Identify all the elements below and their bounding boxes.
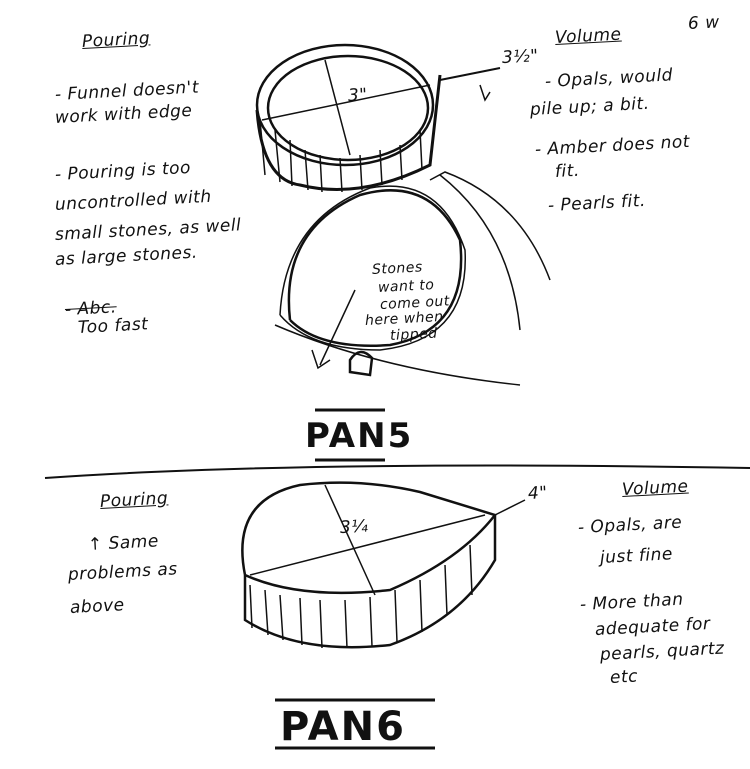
pan6-drawing (241, 481, 526, 649)
pan5-volume-note: fit. (554, 160, 581, 182)
pan6-title: PAN6 (280, 704, 406, 750)
pan6-length-label: 4" (527, 482, 549, 504)
pan5-length-label: 3½" (501, 46, 540, 68)
pan5-pouring-note: Too fast (77, 314, 149, 338)
pan6-pouring-note: ↑ Same (87, 531, 160, 555)
section-divider (44, 464, 750, 479)
pan5-tilted-drawing (274, 171, 551, 386)
pan6-pouring-heading: Pouring (99, 488, 169, 512)
pan5-top-drawing (255, 43, 501, 193)
pan5-callout-line: Stones (371, 259, 424, 278)
pan6-diameter-label: 3¼ (339, 516, 369, 538)
pan6-volume-heading: Volume (621, 476, 689, 500)
pan6-volume-note: just fine (599, 544, 674, 568)
pan6-volume-note: etc (609, 666, 639, 688)
pan5-callout-line: want to (377, 277, 435, 296)
pan5-pouring-heading: Pouring (81, 28, 151, 52)
pan5-diameter-label: 3" (347, 84, 369, 106)
pan5-title: PAN5 (305, 416, 414, 456)
pan5-callout-line: tipped (389, 325, 439, 344)
pan5-volume-heading: Volume (554, 24, 622, 48)
pan6-pouring-note: above (69, 595, 126, 618)
corner-mark: 6 w (687, 12, 721, 34)
